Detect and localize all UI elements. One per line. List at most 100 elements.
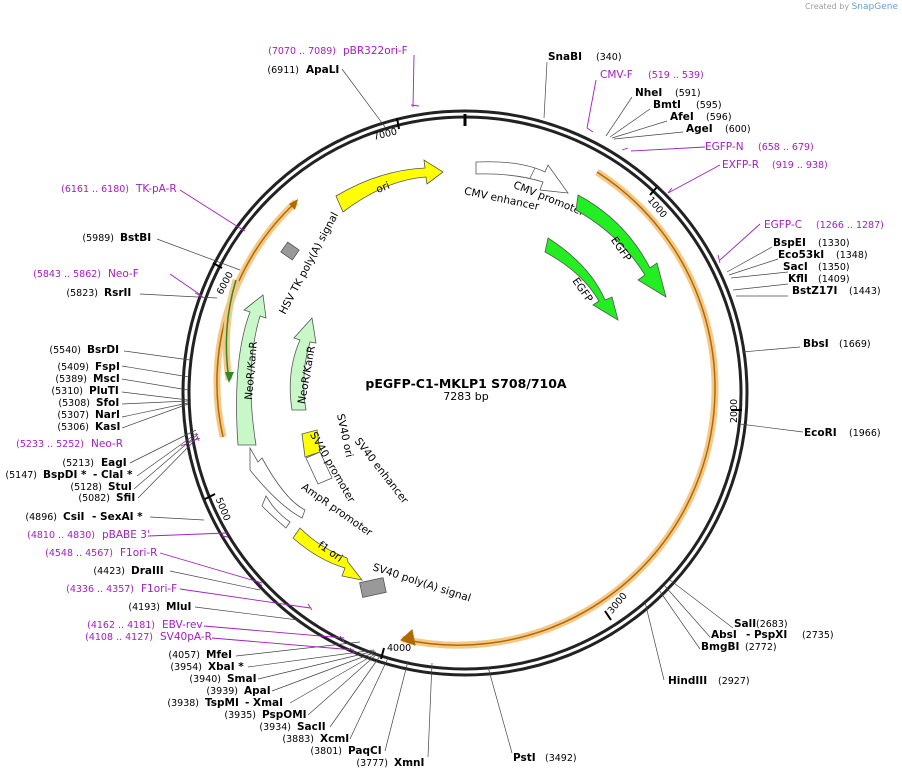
orf-arc-right (401, 169, 719, 649)
tick-4000: 4000 (387, 643, 411, 654)
enzyme-paqci: PaqCI (348, 745, 382, 757)
feature-neo-outer: NeoR/KanR (236, 294, 267, 446)
enzyme-psti-pos: (3492) (545, 753, 577, 764)
enzyme-draiii: DraIII (131, 565, 164, 577)
primer-neo-r: Neo-R (91, 438, 123, 450)
feature-hsv-tk-polya: HSV TK poly(A) signal (277, 210, 341, 316)
primer-ebv-rev: EBV-rev (162, 619, 203, 631)
enzyme-mlui-pos: (4193) (128, 602, 160, 613)
primer-tk-pa-r: TK-pA-R (135, 183, 177, 195)
feature-egfp-outer: EGFP (575, 194, 667, 298)
enzyme-hindiii: HindIII (668, 675, 707, 687)
enzyme-xmai: - XmaI (245, 697, 283, 709)
plasmid-length: 7283 bp (443, 390, 488, 403)
feature-cmv: CMV promoter CMV enhancer (463, 161, 587, 219)
tick-7000: 7000 (372, 126, 398, 143)
enzyme-eco53ki: Eco53kI (778, 249, 824, 261)
enzyme-bsrdi-pos: (5540) (49, 345, 81, 356)
enzyme-bbsi: BbsI (803, 338, 829, 350)
feature-f1-ori: f1 ori (292, 527, 363, 581)
neo-outer-label: NeoR/KanR (243, 341, 260, 400)
enzyme-kasi: KasI (95, 421, 120, 433)
primer-f1ori-r-pos: (4548 .. 4567) (45, 548, 113, 559)
enzymes-left: (6911) ApaLI (5989) BstBI (5823) RsrII (… (5, 64, 424, 769)
primer-egfp-c-pos: (1266 .. 1287) (816, 220, 884, 231)
enzyme-rsrii-pos: (5823) (66, 288, 98, 299)
primer-pbr322ori-f-pos: (7070 .. 7089) (268, 46, 336, 57)
enzyme-bmgbi: BmgBI (701, 641, 739, 653)
enzymes-right: SnaBI (340) NheI (591) BmtI (595) AfeI (… (513, 51, 881, 764)
enzyme-kasi-pos: (5306) (57, 422, 89, 433)
feature-ori-label: ori (374, 180, 391, 196)
enzyme-agei-pos: (600) (725, 124, 751, 135)
enzyme-nari-pos: (5307) (57, 410, 89, 421)
enzyme-apai: ApaI (244, 685, 271, 697)
enzyme-kfli: KflI (788, 273, 808, 285)
enzyme-psti: PstI (513, 752, 536, 764)
enzyme-nhei: NheI (635, 87, 662, 99)
enzyme-xcmi-pos: (3883) (282, 734, 314, 745)
enzyme-pspxi-pos: (2735) (802, 630, 834, 641)
enzyme-smai-pos: (3940) (189, 674, 221, 685)
enzyme-bmgbi-pos: (2772) (745, 642, 777, 653)
enzyme-eco53ki-pos: (1348) (836, 250, 868, 261)
hsv-tk-label: HSV TK poly(A) signal (277, 210, 341, 316)
credit-prefix: Created by (805, 2, 850, 11)
enzyme-agei: AgeI (686, 123, 713, 135)
feature-sv40-polya: SV40 poly(A) signal (359, 561, 472, 605)
enzyme-xcmi: XcmI (320, 733, 349, 745)
plasmid-title: pEGFP-C1-MKLP1 S708/710A (365, 376, 567, 391)
primer-sv40pa-r: SV40pA-R (160, 631, 212, 643)
primer-egfp-n: EGFP-N (705, 141, 744, 153)
primer-pbabe3-pos: (4810 .. 4830) (27, 530, 95, 541)
enzyme-bspei: BspEI (773, 237, 806, 249)
backbone-outer-ring (181, 109, 749, 677)
feature-neo-inner: NeoR/KanR (289, 317, 318, 411)
enzyme-stui-pos: (5128) (70, 482, 102, 493)
enzyme-eagi-pos: (5213) (62, 458, 94, 469)
enzyme-saci-pos: (1350) (818, 262, 850, 273)
enzyme-mlui: MluI (166, 601, 191, 613)
enzyme-snabi: SnaBI (548, 51, 582, 63)
enzyme-mfei: MfeI (206, 649, 232, 661)
enzyme-ecori: EcoRI (804, 427, 837, 439)
enzyme-afei: AfeI (670, 111, 694, 123)
enzyme-xmni: XmnI (394, 757, 424, 769)
enzyme-sfoi: SfoI (96, 397, 119, 409)
snapgene-credit: Created by SnapGene (805, 2, 898, 12)
feature-ori: ori (335, 159, 444, 213)
enzyme-fspi-pos: (5409) (57, 362, 89, 373)
enzyme-msci: MscI (93, 373, 120, 385)
enzyme-kfli-pos: (1409) (818, 274, 850, 285)
enzyme-apai-pos: (3939) (206, 686, 238, 697)
enzyme-bmti-pos: (595) (696, 100, 722, 111)
enzyme-csii: CsiI (63, 511, 84, 523)
primer-sv40pa-r-pos: (4108 .. 4127) (85, 632, 153, 643)
enzyme-ecori-pos: (1966) (849, 428, 881, 439)
primer-cmv-f: CMV-F (600, 69, 633, 81)
enzyme-bspei-pos: (1330) (818, 238, 850, 249)
enzyme-fspi: FspI (95, 361, 120, 373)
enzyme-sfii-pos: (5082) (78, 493, 110, 504)
enzyme-pluti: PluTI (89, 385, 119, 397)
enzyme-hindiii-pos: (2927) (718, 676, 750, 687)
primer-cmv-f-pos: (519 .. 539) (648, 70, 704, 81)
enzyme-snabi-pos: (340) (596, 52, 622, 63)
enzyme-bsrdi: BsrDI (87, 344, 119, 356)
enzyme-paqci-pos: (3801) (310, 746, 342, 757)
enzyme-bstbi-pos: (5989) (82, 233, 114, 244)
primers-left: (7070 .. 7089) pBR322ori-F (6161 .. 6180… (16, 45, 408, 643)
enzyme-draiii-pos: (4423) (93, 566, 125, 577)
primer-tk-pa-r-pos: (6161 .. 6180) (61, 184, 129, 195)
feature-egfp-inner: EGFP (544, 237, 619, 321)
enzyme-mfei-pos: (4057) (168, 650, 200, 661)
primer-neo-r-pos: (5233 .. 5252) (16, 439, 84, 450)
primer-egfp-c: EGFP-C (764, 219, 802, 231)
primer-ebv-rev-pos: (4162 .. 4181) (87, 620, 155, 631)
enzyme-sali: SalI (734, 618, 756, 630)
primer-f1ori-r: F1ori-R (120, 547, 157, 559)
primer-neo-f-pos: (5843 .. 5862) (33, 269, 101, 280)
enzyme-bspdi-pos: (5147) (5, 470, 37, 481)
primer-pbr322ori-f: pBR322ori-F (343, 45, 408, 57)
enzyme-sexai: - SexAI * (92, 511, 143, 523)
